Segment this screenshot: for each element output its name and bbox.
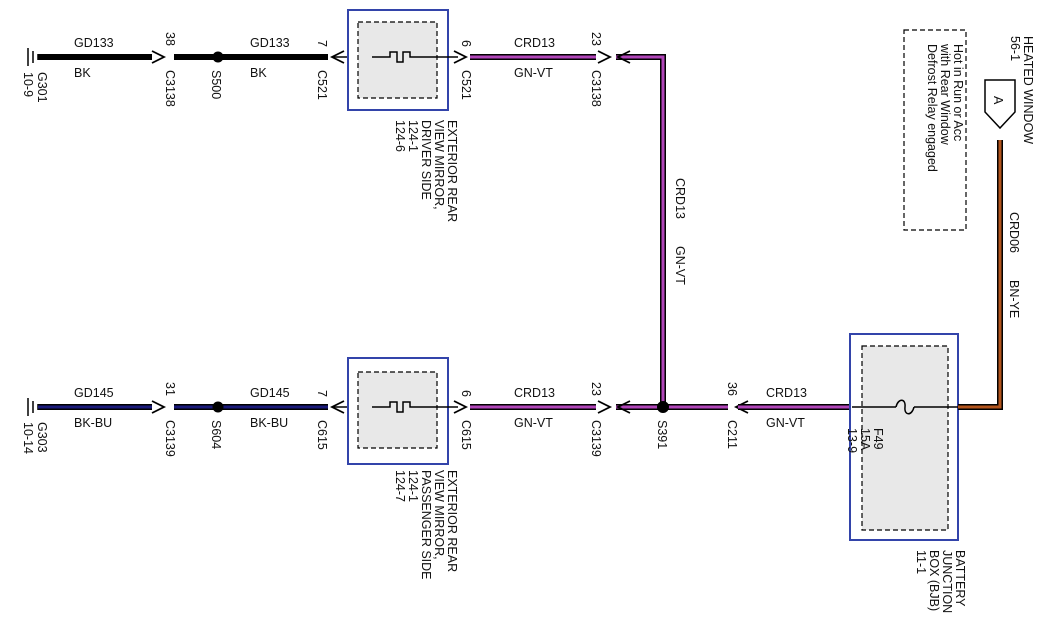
c615-in-pin: 7 [315, 390, 329, 397]
ground-g303-label: G303 [35, 422, 49, 453]
splice-s500-label: S500 [209, 70, 223, 99]
bottom-row-circuit: G303 10-14 GD145 BK-BU 31 C3139 S604 GD1… [21, 357, 852, 580]
connector-c3138-right-arrow [597, 50, 613, 64]
c615-out-label: C615 [459, 420, 473, 450]
wire-gd145-mid-circuit: GD145 [250, 386, 290, 400]
wire-gd145-mid-color: BK-BU [250, 416, 288, 430]
c3139-right-pin: 23 [589, 382, 603, 396]
ground-symbol-bottom [27, 398, 39, 416]
c3139-pin-left: 31 [163, 382, 177, 396]
vertical-wire-color: GN-VT [673, 246, 687, 285]
ground-g303-page: 10-14 [21, 422, 35, 454]
c615-in-label: C615 [315, 420, 329, 450]
vertical-wire-label: CRD13 GN-VT [673, 178, 687, 285]
c3138-right-label: C3138 [589, 70, 603, 107]
c3139-left-label: C3139 [163, 420, 177, 457]
connector-c3138-left-arrow [151, 50, 167, 64]
wire-crd06-circuit: CRD06 [1007, 212, 1021, 253]
fuse-label: F49 15A 13-9 [845, 428, 885, 453]
c521-in-label: C521 [315, 70, 329, 100]
splice-s604 [212, 401, 224, 413]
battery-junction-box: F49 15A 13-9 BATTERY JUNCTION BOX (BJB) … [845, 333, 967, 613]
wire-gd133-left-circuit: GD133 [74, 36, 114, 50]
splice-s604-label: S604 [209, 420, 223, 449]
fuse-rating: 15A [858, 428, 872, 451]
bjb-label-line1: BATTERY [953, 550, 967, 607]
wire-crd13-bottom-circuit: CRD13 [514, 386, 555, 400]
driver-mirror-heater-element-icon [372, 51, 440, 63]
connector-c3139-right-arrow [597, 400, 613, 414]
connector-c521-out-arrow [453, 50, 469, 64]
wire-crd13-top-corner [616, 54, 666, 405]
top-row-circuit: G301 10-9 GD133 BK 38 C3138 S500 GD133 B… [21, 9, 666, 405]
bjb-label: BATTERY JUNCTION BOX (BJB) 11-1 [914, 550, 967, 613]
wire-crd13-top-color: GN-VT [514, 66, 553, 80]
wire-crd06-color: BN-YE [1007, 280, 1021, 318]
heated-window-note-line2: with Rear Window [938, 43, 952, 146]
wire-crd13-top-circuit: CRD13 [514, 36, 555, 50]
heated-window-marker [984, 79, 1016, 130]
passenger-mirror-label-line2: VIEW MIRROR, [432, 470, 446, 560]
heated-window-feed: A HEATED WINDOW 56-1 Hot in Run or Acc w… [903, 29, 1035, 410]
c615-out-pin: 6 [459, 390, 473, 397]
c3138-right-pin: 23 [589, 32, 603, 46]
bjb-label-line3: BOX (BJB) [927, 550, 941, 611]
splice-s500 [212, 51, 224, 63]
fuse-id: F49 [871, 428, 885, 450]
heated-window-title-text: HEATED WINDOW [1021, 36, 1035, 144]
bjb-label-line4: 11-1 [914, 550, 928, 574]
bjb-inner-box [861, 345, 949, 531]
heated-window-note-line3: Defrost Relay engaged [925, 44, 939, 172]
wire-gd133-mid-circuit: GD133 [250, 36, 290, 50]
driver-mirror-label-line1: EXTERIOR REAR [445, 120, 459, 222]
fuse-icon [895, 399, 915, 415]
driver-mirror-label-line2: VIEW MIRROR, [432, 120, 446, 210]
c521-in-pin: 7 [315, 40, 329, 47]
heated-window-title: HEATED WINDOW 56-1 [1008, 36, 1035, 144]
ground-symbol-top [27, 48, 39, 66]
wire-crd06-label: CRD06 BN-YE [1007, 212, 1021, 318]
passenger-mirror-label-line1: EXTERIOR REAR [445, 470, 459, 572]
c3139-right-label: C3139 [589, 420, 603, 457]
driver-mirror-label-line3: DRIVER SIDE [419, 120, 433, 200]
wire-crd13-bjb-circuit: CRD13 [766, 386, 807, 400]
c3138-left-label: C3138 [163, 70, 177, 107]
driver-mirror-label-line5: 124-6 [393, 120, 407, 152]
wire-gd133-mid-color: BK [250, 66, 267, 80]
heated-window-note: Hot in Run or Acc with Rear Window Defro… [925, 43, 965, 172]
c211-pin: 36 [725, 382, 739, 396]
heated-window-marker-letter: A [991, 96, 1005, 105]
splice-s391-label: S391 [655, 420, 669, 449]
wire-gd145-left-circuit: GD145 [74, 386, 114, 400]
c211-label: C211 [725, 420, 739, 449]
heated-window-note-line1: Hot in Run or Acc [951, 44, 965, 141]
wire-gd133-left-color: BK [74, 66, 91, 80]
passenger-mirror-label-line3: PASSENGER SIDE [419, 470, 433, 580]
connector-c615-out-arrow [453, 400, 469, 414]
passenger-mirror-heater-element-icon [372, 401, 440, 413]
heated-window-note-box [903, 29, 967, 231]
heated-window-page: 56-1 [1008, 36, 1022, 61]
c521-out-pin: 6 [459, 40, 473, 47]
splice-s391 [657, 401, 669, 413]
passenger-mirror-label: EXTERIOR REAR VIEW MIRROR, PASSENGER SID… [393, 470, 459, 580]
wire-crd13-bjb-color: GN-VT [766, 416, 805, 430]
wire-gd145-left-color: BK-BU [74, 416, 112, 430]
passenger-mirror-label-line4: 124-1 [406, 470, 420, 502]
c521-out-label: C521 [459, 70, 473, 100]
connector-c3139-left-arrow [151, 400, 167, 414]
wire-crd13-bottom-color: GN-VT [514, 416, 553, 430]
vertical-wire-circuit: CRD13 [673, 178, 687, 219]
connector-c3138-right-arrow2 [615, 50, 631, 64]
passenger-mirror-label-line5: 124-7 [393, 470, 407, 502]
connector-c211-arrow [733, 400, 749, 414]
fuse-page: 13-9 [845, 428, 859, 453]
driver-mirror-label: EXTERIOR REAR VIEW MIRROR, DRIVER SIDE 1… [393, 120, 459, 222]
ground-g301-label: G301 [35, 72, 49, 103]
driver-mirror-label-line4: 124-1 [406, 120, 420, 152]
c3138-pin-left: 38 [163, 32, 177, 46]
ground-g301-page: 10-9 [21, 72, 35, 97]
bjb-label-line2: JUNCTION [940, 550, 954, 613]
